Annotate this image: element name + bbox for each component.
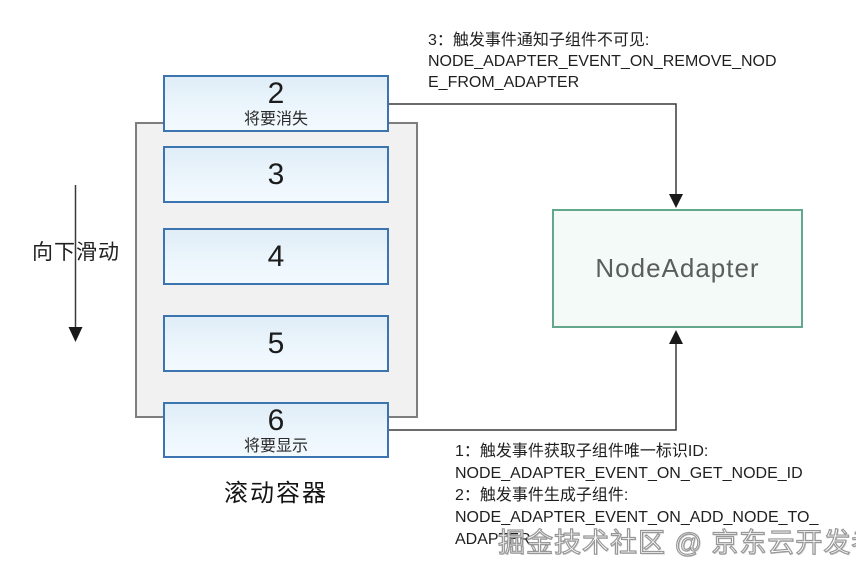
scroll-container-label: 滚动容器 bbox=[224, 480, 328, 507]
up-arrowhead-icon bbox=[669, 330, 683, 344]
annotation-line: NODE_ADAPTER_EVENT_ON_REMOVE_NOD bbox=[428, 53, 777, 70]
scroll-item-6: 6 将要显示 bbox=[163, 402, 389, 458]
scroll-item-2: 2 将要消失 bbox=[163, 75, 389, 132]
remove-event-connector-line bbox=[389, 103, 677, 196]
annotation-line: 3：触发事件通知子组件不可见: bbox=[428, 32, 650, 49]
item-number: 5 bbox=[267, 326, 285, 360]
annotation-remove-event: 3：触发事件通知子组件不可见: NODE_ADAPTER_EVENT_ON_RE… bbox=[428, 30, 777, 93]
node-adapter-label: NodeAdapter bbox=[595, 253, 760, 283]
annotation-add-event: 1：触发事件获取子组件唯一标识ID: NODE_ADAPTER_EVENT_ON… bbox=[455, 441, 818, 551]
scroll-item-3: 3 bbox=[163, 146, 389, 203]
item-note: 将要消失 bbox=[243, 111, 308, 128]
item-number: 4 bbox=[267, 239, 285, 273]
annotation-line: NODE_ADAPTER_EVENT_ON_ADD_NODE_TO_ bbox=[455, 509, 819, 526]
item-note: 将要显示 bbox=[243, 437, 308, 455]
annotation-line: 2：触发事件生成子组件: bbox=[455, 487, 629, 504]
swipe-down-label: 向下滑动 bbox=[32, 241, 120, 264]
swipe-down-arrowhead-icon bbox=[68, 327, 83, 342]
scroll-item-5: 5 bbox=[163, 315, 389, 372]
annotation-line: ADAPTER bbox=[455, 531, 531, 548]
node-adapter-box: NodeAdapter bbox=[552, 209, 803, 328]
down-arrowhead-icon bbox=[669, 194, 683, 208]
annotation-line: E_FROM_ADAPTER bbox=[428, 74, 580, 91]
annotation-line: NODE_ADAPTER_EVENT_ON_GET_NODE_ID bbox=[455, 465, 803, 482]
add-event-connector-line bbox=[389, 342, 677, 431]
scroll-item-4: 4 bbox=[163, 228, 389, 285]
watermark: 掘金技术社区 @ 京东云开发者 bbox=[497, 527, 856, 558]
item-number: 3 bbox=[267, 157, 285, 191]
item-number: 2 bbox=[267, 77, 285, 110]
item-number: 6 bbox=[267, 403, 285, 437]
annotation-line: 1：触发事件获取子组件唯一标识ID: bbox=[455, 443, 709, 460]
